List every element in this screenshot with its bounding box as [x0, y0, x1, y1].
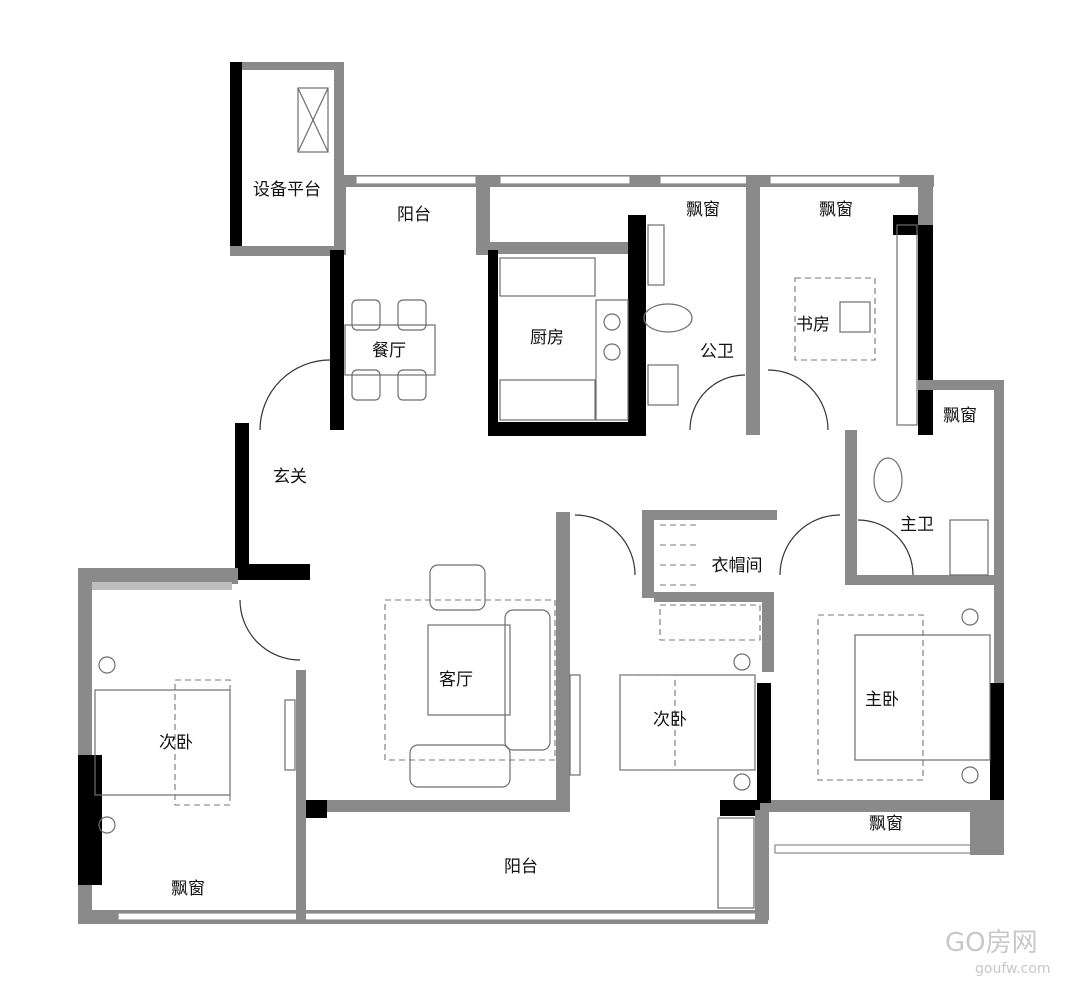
- mid-bed: [569, 653, 756, 791]
- room-label-kitchen: 厨房: [530, 328, 564, 348]
- room-label-cloakroom: 衣帽间: [712, 556, 763, 576]
- middle-walls: [305, 510, 777, 818]
- room-label-bedroom-mid: 次卧: [653, 710, 687, 730]
- room-label-living: 客厅: [439, 670, 473, 690]
- kitchen-counters: [499, 257, 629, 421]
- living-sofa-set: [384, 564, 556, 788]
- left-bedroom-walls: [78, 568, 769, 924]
- master-bath-fixtures: [873, 457, 989, 576]
- cloakroom-racks: [659, 524, 761, 641]
- room-label-balcony-bottom: 阳台: [504, 857, 538, 877]
- room-label-bedroom-left: 次卧: [159, 733, 193, 753]
- room-label-equipment-platform: 设备平台: [253, 180, 321, 200]
- room-label-study: 书房: [796, 315, 830, 335]
- room-label-public-bath: 公卫: [700, 342, 734, 362]
- right-walls: [760, 380, 1004, 855]
- room-label-bay-window-3: 飘窗: [943, 406, 977, 426]
- room-label-master-bath: 主卫: [900, 515, 934, 535]
- master-bed: [817, 608, 991, 784]
- room-label-bay-window-2: 飘窗: [819, 200, 853, 220]
- room-label-bay-window-1: 飘窗: [686, 200, 720, 220]
- dining-kitchen-walls: [235, 250, 646, 580]
- equipment-platform-zone: [230, 62, 344, 256]
- watermark-url: goufw.com: [975, 961, 1051, 977]
- room-label-bay-window-5: 飘窗: [171, 879, 205, 899]
- left-bed: [94, 656, 296, 834]
- dining-table: [344, 299, 436, 401]
- public-bath-fixtures: [643, 224, 693, 406]
- doors: [239, 359, 914, 661]
- room-label-bay-window-4: 飘窗: [869, 814, 903, 834]
- room-label-foyer: 玄关: [273, 467, 307, 487]
- room-label-master-bedroom: 主卧: [865, 690, 899, 710]
- balcony-storage: [717, 817, 755, 909]
- watermark-brand: GO房网: [945, 928, 1038, 958]
- room-label-balcony-top: 阳台: [397, 205, 431, 225]
- study-desk: [794, 224, 918, 426]
- room-label-dining: 餐厅: [372, 341, 406, 361]
